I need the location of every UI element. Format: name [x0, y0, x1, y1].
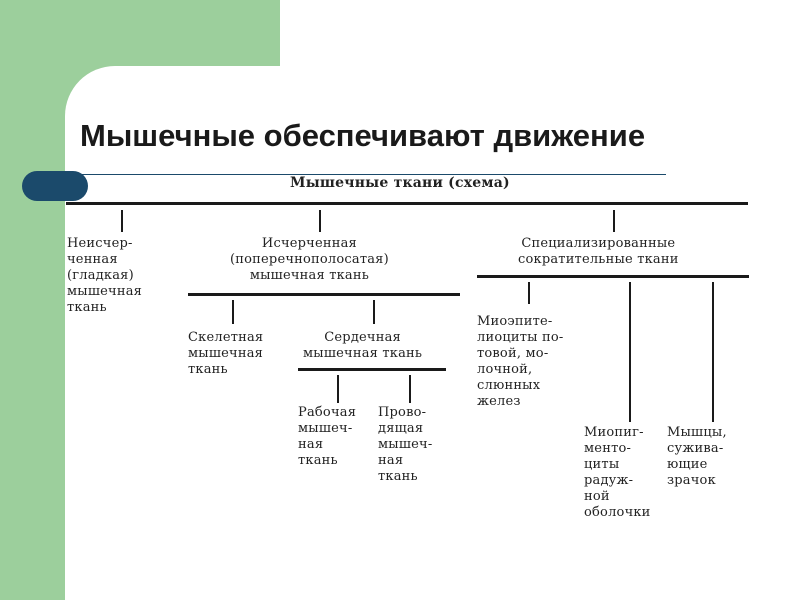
- top-bar: [66, 202, 748, 205]
- connector-myoepithelial: [528, 282, 530, 304]
- slide-title: Мышечные обеспечивают движение: [80, 118, 646, 153]
- connector-working: [337, 375, 339, 403]
- cardiac-bar: [298, 368, 446, 371]
- title-accent-pill: [22, 171, 88, 201]
- node-cardiac-tissue: Сердечная мышечная ткань: [303, 330, 423, 361]
- specialized-bar: [477, 275, 749, 278]
- title-divider: [66, 174, 666, 175]
- node-conducting-tissue: Прово- дящая мышеч- ная ткань: [378, 405, 433, 484]
- node-pupil-muscles: Мышцы, сужива- ющие зрачок: [667, 425, 727, 488]
- connector-conducting: [409, 375, 411, 403]
- node-specialized-tissue: Специализированные сократительные ткани: [518, 236, 679, 267]
- node-myoepithelial: Миоэпите- лиоциты по- товой, мо- лочной,…: [477, 314, 564, 409]
- background-left-strip: [0, 0, 65, 600]
- node-working-tissue: Рабочая мышеч- ная ткань: [298, 405, 357, 468]
- scheme-header: Мышечные ткани (схема): [290, 175, 510, 191]
- node-striated-tissue: Исчерченная (поперечнополосатая) мышечна…: [230, 236, 389, 283]
- connector-smooth: [121, 210, 123, 232]
- connector-pupil: [712, 282, 714, 422]
- node-smooth-tissue: Неисчер- ченная (гладкая) мышечная ткань: [67, 236, 143, 315]
- content-panel: [65, 66, 800, 600]
- connector-skeletal: [232, 300, 234, 324]
- connector-myopigment: [629, 282, 631, 422]
- connector-specialized: [613, 210, 615, 232]
- striated-bar: [188, 293, 460, 296]
- connector-striated: [319, 210, 321, 232]
- node-skeletal-tissue: Скелетная мышечная ткань: [188, 330, 264, 377]
- connector-cardiac: [373, 300, 375, 324]
- node-myopigment: Миопиг- менто- циты радуж- ной оболочки: [584, 425, 651, 520]
